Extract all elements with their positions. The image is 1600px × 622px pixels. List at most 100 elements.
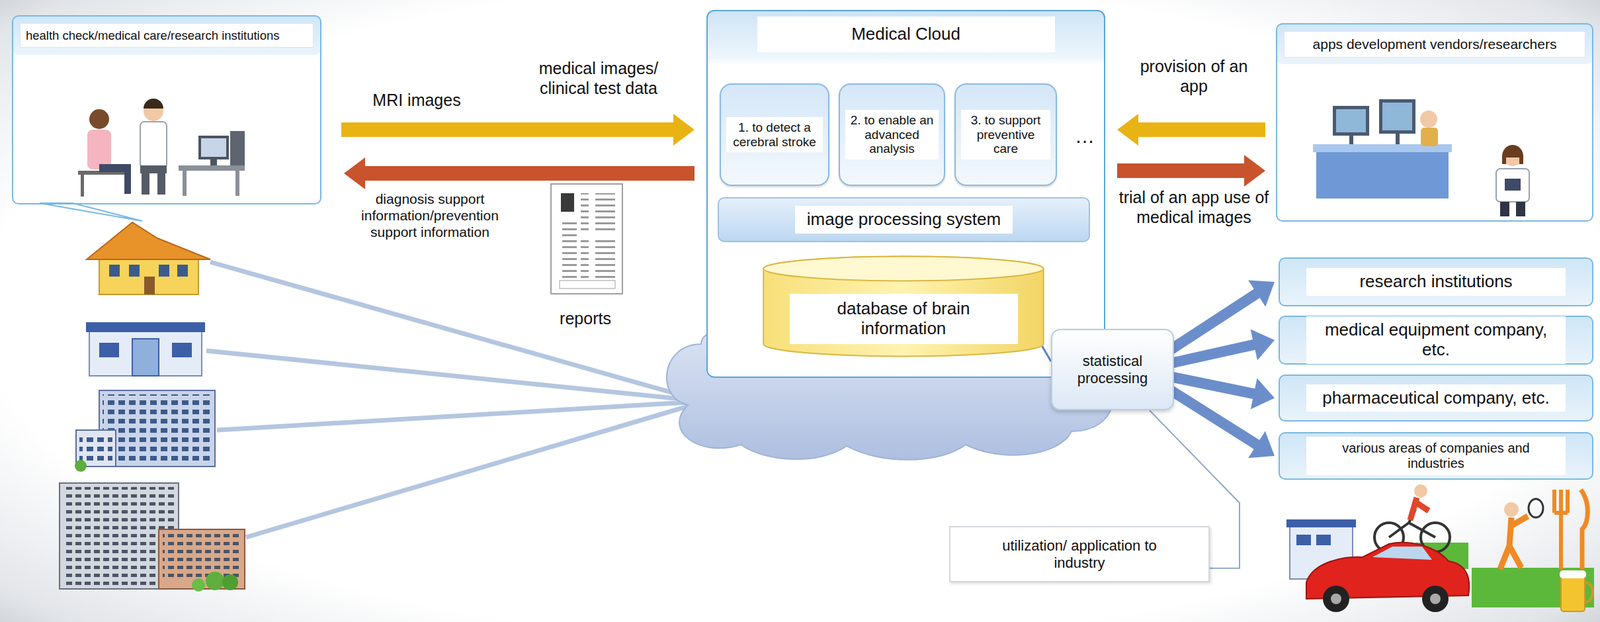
- consultation-figure: [89, 109, 110, 129]
- industry-figure: [1580, 489, 1588, 569]
- edge-label: diagnosis support information/prevention…: [337, 190, 523, 241]
- industry-figure: [1372, 546, 1432, 560]
- consultation-figure: [182, 170, 187, 196]
- vendor-figure: [1502, 144, 1524, 165]
- consultation-figure: [140, 121, 167, 169]
- large-hospital-icon: [205, 571, 225, 590]
- building-links: [246, 406, 688, 538]
- system-bar: image processing system: [717, 197, 1091, 243]
- vendor-figure: [1312, 99, 1530, 217]
- cloud-box-fill: [706, 9, 1106, 378]
- edge-label: provision of an app: [1124, 56, 1264, 96]
- edge-label: medical images/ clinical test data: [522, 58, 675, 98]
- vendor-figure: [1349, 135, 1354, 145]
- vendor-figure: [1382, 102, 1413, 131]
- vendor-figure: [1336, 109, 1366, 133]
- vendor-figure: [1316, 148, 1449, 199]
- consultation-figure: [141, 173, 150, 195]
- industry-figure: [1316, 534, 1331, 546]
- industry-figure: [1296, 534, 1311, 546]
- industry-figure: [1322, 585, 1350, 612]
- building-links: [206, 350, 688, 400]
- consultation-figure: [230, 130, 245, 166]
- industry-figure: [1430, 593, 1441, 604]
- block-arrow: [1117, 113, 1266, 146]
- house-icon: [86, 222, 211, 260]
- hospital-icon: [74, 459, 87, 472]
- app-box: 1. to detect a cerebral stroke: [719, 83, 830, 186]
- vendor-figure: [1515, 201, 1526, 217]
- large-hospital-icon: [63, 486, 175, 585]
- cylinder-top: [763, 256, 1044, 282]
- block-arrow: [343, 157, 695, 190]
- vendor-figure: [1496, 168, 1530, 202]
- free-label: …: [1070, 124, 1100, 149]
- industry-figure: [1584, 582, 1593, 602]
- cylinder-body: [763, 256, 1044, 357]
- report-sheet: [560, 193, 575, 212]
- node-text: database of brain information: [789, 293, 1018, 344]
- hospital-icon: [79, 433, 113, 464]
- house-icon: [144, 276, 155, 295]
- block-arrow: [1117, 154, 1266, 187]
- industry-figure: [1528, 498, 1544, 518]
- house-icon: [86, 222, 211, 295]
- node-text: utilization/ application to industry: [990, 537, 1169, 571]
- party-band: pharmaceutical company, etc.: [1278, 374, 1594, 422]
- consultation-figure: [124, 164, 131, 194]
- industry-figure: [1410, 497, 1429, 520]
- large-hospital-icon: [59, 482, 245, 592]
- industry-figure: [1414, 484, 1428, 498]
- panel-fill: [11, 15, 322, 205]
- house-icon: [99, 254, 199, 295]
- process-box: statistical processing: [1051, 328, 1175, 411]
- app-box: 3. to support preventive care: [954, 83, 1057, 186]
- node-text: pharmaceutical company, etc.: [1306, 384, 1566, 413]
- report-sheet: [580, 238, 616, 278]
- vendor-figure: [1379, 99, 1416, 134]
- edge-label: trial of an app use of medical images: [1117, 187, 1270, 227]
- node-text: 1. to detect a cerebral stroke: [726, 117, 823, 153]
- industry-figure: [1554, 489, 1568, 569]
- party-band: various areas of companies and industrie…: [1278, 431, 1594, 480]
- clinic-icon: [171, 342, 192, 358]
- report-sheet: [580, 193, 616, 233]
- node-text: 3. to support preventive care: [961, 109, 1051, 161]
- panel-fill: [1275, 23, 1594, 65]
- node-text: image processing system: [795, 205, 1013, 234]
- clinic-icon: [132, 338, 159, 376]
- consultation-figure: [178, 165, 245, 171]
- industry-figure: [1559, 570, 1587, 579]
- panel-fill: [11, 15, 322, 55]
- panel-fill: [1275, 23, 1594, 222]
- report-sheet: [550, 183, 623, 294]
- industry-figure: [1286, 519, 1356, 528]
- node-text: Medical Cloud: [757, 16, 1055, 53]
- callout-pointer: [39, 203, 143, 221]
- consultation-figure: [143, 98, 164, 109]
- clinic-icon: [85, 322, 206, 333]
- node-text: various areas of companies and industrie…: [1306, 436, 1566, 475]
- consultation-figure: [78, 98, 245, 197]
- industry-figure: [1422, 585, 1449, 612]
- free-label: MRI images: [350, 89, 483, 110]
- party-band: research institutions: [1278, 257, 1594, 307]
- node-text: statistical processing: [1056, 352, 1169, 387]
- large-hospital-icon: [162, 533, 241, 580]
- clinic-icon: [89, 330, 202, 376]
- consultation-figure: [210, 159, 217, 166]
- industry-figure: [1504, 502, 1519, 517]
- block-arrow: [341, 113, 695, 146]
- node-text: research institutions: [1306, 267, 1566, 296]
- house-icon: [109, 264, 120, 277]
- consultation-figure: [235, 170, 240, 196]
- free-label: reports: [532, 308, 639, 329]
- report-sheet: [559, 280, 616, 289]
- database-cylinder: database of brain information: [760, 255, 1047, 358]
- house-icon: [128, 264, 140, 277]
- node-text: 2. to enable an advanced analysis: [845, 109, 939, 161]
- building-links: [206, 261, 688, 538]
- hospital-icon: [99, 390, 215, 467]
- large-hospital-icon: [191, 578, 206, 592]
